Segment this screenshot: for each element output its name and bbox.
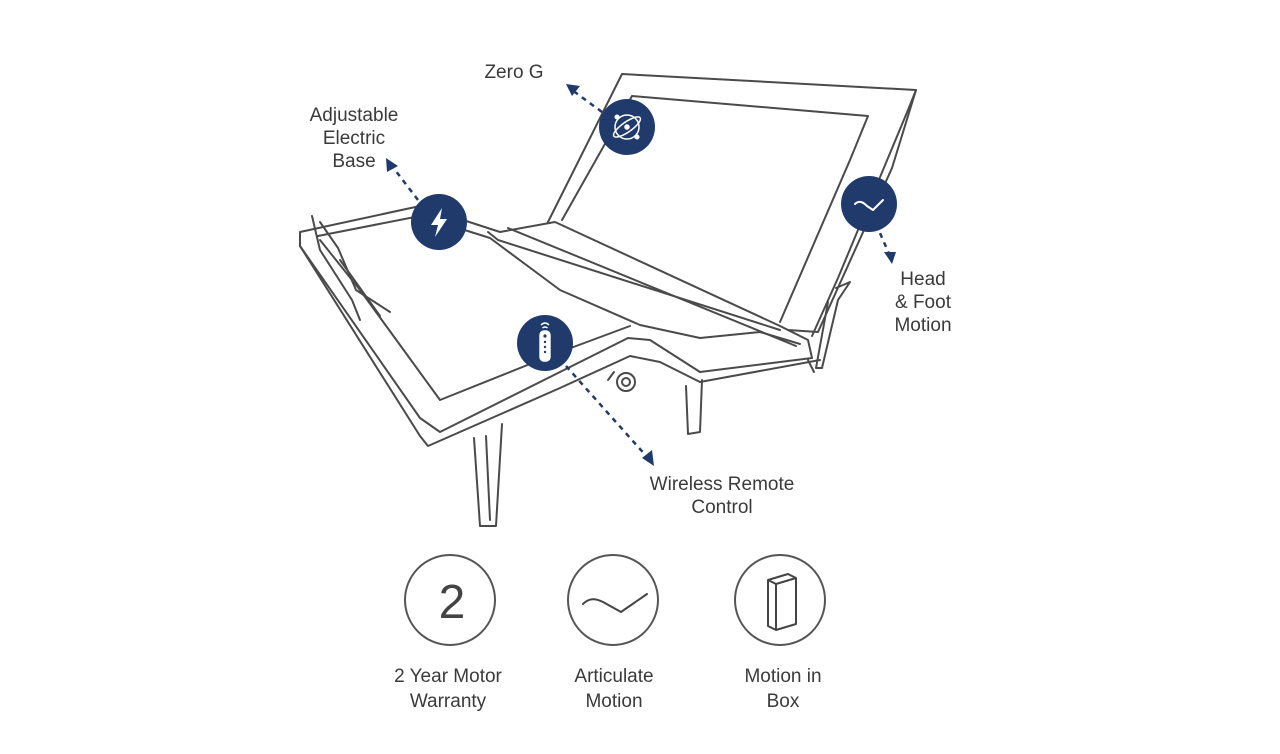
- lightning-bolt-icon: [411, 194, 467, 250]
- head-foot-wave-icon: [841, 176, 897, 232]
- callout-adjustable-base: Adjustable Electric Base: [309, 105, 399, 172]
- remote-control-icon: [517, 315, 573, 371]
- box-icon: [734, 554, 826, 646]
- callout-zero-g: Zero G: [484, 62, 544, 83]
- callout-wireless-remote: Wireless Remote Control: [649, 474, 795, 518]
- articulate-wave-icon: [567, 554, 659, 646]
- warranty-number: 2: [439, 576, 466, 629]
- feature-label-motion-box: Motion in Box: [744, 666, 822, 712]
- zero-g-icon: [599, 99, 655, 155]
- warranty-2-icon: 2: [404, 554, 496, 646]
- callout-head-foot: Head & Foot Motion: [894, 269, 952, 336]
- feature-label-articulate: Articulate Motion: [574, 666, 654, 712]
- feature-label-warranty: 2 Year Motor Warranty: [394, 666, 502, 712]
